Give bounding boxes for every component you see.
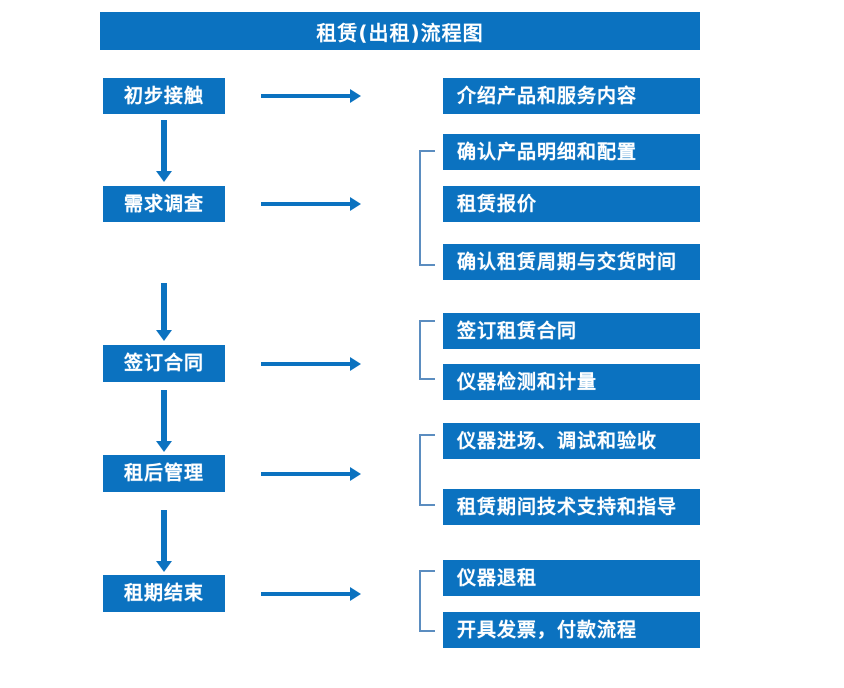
detail-box-confirm-product-spec[interactable]: 确认产品明细和配置 <box>443 134 700 170</box>
bracket-stage3-details <box>419 320 435 380</box>
detail-box-instrument-entry-commissioning[interactable]: 仪器进场、调试和验收 <box>443 423 700 459</box>
bracket-stage2-details <box>419 150 435 266</box>
horizontal-arrow-stage4 <box>261 467 361 481</box>
detail-box-rental-quotation[interactable]: 租赁报价 <box>443 186 700 222</box>
detail-box-technical-support[interactable]: 租赁期间技术支持和指导 <box>443 489 700 525</box>
detail-box-confirm-period-delivery[interactable]: 确认租赁周期与交货时间 <box>443 244 700 280</box>
page-title: 租赁(出租)流程图 <box>100 12 700 50</box>
detail-box-invoice-payment[interactable]: 开具发票，付款流程 <box>443 612 700 648</box>
detail-box-sign-rental-contract[interactable]: 签订租赁合同 <box>443 313 700 349</box>
vertical-arrow-stage4-to-stage5 <box>156 510 172 572</box>
stage-box-requirement-survey[interactable]: 需求调查 <box>103 186 225 222</box>
horizontal-arrow-stage1 <box>261 89 361 103</box>
horizontal-arrow-stage5 <box>261 587 361 601</box>
stage-box-initial-contact[interactable]: 初步接触 <box>103 78 225 114</box>
vertical-arrow-stage2-to-stage3 <box>156 283 172 341</box>
stage-box-post-rental-management[interactable]: 租后管理 <box>103 455 225 492</box>
detail-box-instrument-inspection[interactable]: 仪器检测和计量 <box>443 364 700 400</box>
bracket-stage5-details <box>419 570 435 632</box>
detail-box-instrument-return[interactable]: 仪器退租 <box>443 560 700 596</box>
stage-box-sign-contract[interactable]: 签订合同 <box>103 345 225 382</box>
detail-box-introduce-products[interactable]: 介绍产品和服务内容 <box>443 78 700 114</box>
horizontal-arrow-stage3 <box>261 357 361 371</box>
stage-box-lease-end[interactable]: 租期结束 <box>103 575 225 612</box>
vertical-arrow-stage1-to-stage2 <box>156 120 172 182</box>
bracket-stage4-details <box>419 434 435 506</box>
horizontal-arrow-stage2 <box>261 197 361 211</box>
vertical-arrow-stage3-to-stage4 <box>156 390 172 452</box>
